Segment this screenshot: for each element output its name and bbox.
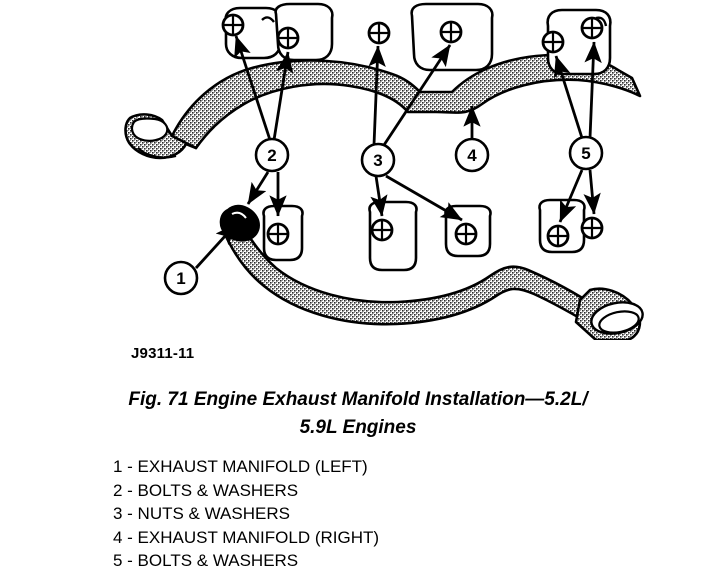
callout-4[interactable]: 4	[454, 137, 490, 173]
figure-caption: Fig. 71 Engine Exhaust Manifold Installa…	[58, 386, 658, 442]
leader-3-a	[368, 45, 386, 146]
bolt-head	[546, 224, 570, 248]
leader-5-a	[553, 55, 584, 139]
leader-5-d	[583, 169, 601, 215]
legend-item-3: 3 - NUTS & WASHERS	[113, 504, 290, 523]
bolt-head	[266, 222, 290, 246]
exhaust-manifold-left	[219, 198, 644, 340]
manifold-right-body	[170, 53, 642, 150]
legend-item-5: 5 - BOLTS & WASHERS	[113, 551, 299, 570]
bolt-head	[580, 16, 604, 40]
drawing-number: J9311-11	[131, 345, 195, 362]
figure-legend: 1 - EXHAUST MANIFOLD (LEFT) 2 - BOLTS & …	[113, 455, 379, 573]
leader-3-d	[385, 174, 463, 222]
leader-5-c	[558, 169, 584, 223]
bolt-head	[580, 216, 604, 240]
leader-5-b	[584, 41, 602, 139]
bolt-head	[221, 13, 245, 37]
exhaust-manifold-illustration: 1 2 3 4 5	[124, 2, 644, 340]
manifold-left-outlet-flange	[574, 287, 644, 340]
callout-4-label: 4	[467, 146, 477, 165]
leader-2-c	[246, 171, 270, 205]
legend-item-1: 1 - EXHAUST MANIFOLD (LEFT)	[113, 457, 368, 476]
leader-3-b	[382, 44, 452, 146]
leader-lines	[194, 35, 602, 269]
callout-5[interactable]: 5	[568, 135, 604, 171]
leader-3-c	[370, 175, 388, 217]
bolt-head	[454, 222, 478, 246]
legend-item-2: 2 - BOLTS & WASHERS	[113, 480, 299, 500]
bolt-head	[541, 30, 565, 54]
leader-1-a	[194, 223, 238, 269]
callout-1-label: 1	[176, 269, 185, 288]
callout-2-label: 2	[267, 146, 276, 165]
callout-3-label: 3	[373, 151, 382, 170]
figure-caption-line-1: Fig. 71 Engine Exhaust Manifold Installa…	[128, 389, 588, 410]
leader-2-a	[234, 35, 272, 141]
callout-1[interactable]: 1	[163, 260, 199, 296]
figure-caption-line-2: 5.9L Engines	[299, 417, 417, 438]
bolt-head	[370, 218, 394, 242]
callout-2[interactable]: 2	[254, 137, 290, 173]
leader-2-b	[272, 51, 294, 141]
bolt-head	[367, 21, 391, 45]
callout-3[interactable]: 3	[360, 142, 396, 178]
bolt-head	[439, 20, 463, 44]
callout-5-label: 5	[581, 144, 590, 163]
callout-balloons: 1 2 3 4 5	[163, 135, 604, 296]
legend-item-4: 4 - EXHAUST MANIFOLD (RIGHT)	[113, 527, 380, 547]
bolt-head	[276, 26, 300, 50]
manifold-right-outlet-flange	[124, 113, 198, 160]
